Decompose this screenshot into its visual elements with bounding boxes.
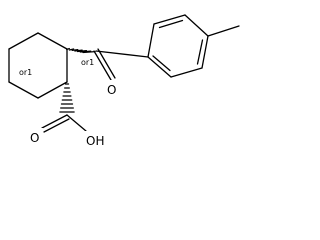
stereo-label-ketone-carbon: or1 bbox=[81, 58, 94, 67]
ketone-group bbox=[93, 48, 149, 81]
bond-c-oh bbox=[66, 114, 87, 132]
molecule-structure: or1 or1 O OH O bbox=[8, 14, 240, 148]
bond-ketone-to-ring bbox=[95, 50, 149, 58]
carboxyl-group bbox=[41, 114, 87, 133]
cyclohexane-ring bbox=[8, 32, 68, 99]
bond-c2-c3 bbox=[37, 32, 68, 50]
aromatic-inner-bond bbox=[152, 55, 171, 72]
bond-c-o-double-b bbox=[43, 118, 70, 133]
bond-c4-c5 bbox=[37, 81, 68, 99]
bond-c1-c2 bbox=[8, 32, 39, 50]
atom-label-hydroxyl: OH bbox=[86, 134, 104, 148]
aromatic-inner-bond bbox=[196, 39, 204, 65]
methyl-bond bbox=[207, 25, 240, 37]
atom-label-ketone-oxygen: O bbox=[107, 83, 116, 97]
hashed-wedge-bond-ketone bbox=[66, 47, 96, 54]
benzene-ring bbox=[147, 14, 209, 78]
bond-c-o-double-a bbox=[41, 114, 68, 129]
bond-ketone-c-o-b bbox=[97, 48, 116, 79]
hashed-wedge-bond-acid bbox=[59, 83, 75, 113]
stereo-label-acid-carbon: or1 bbox=[19, 68, 32, 77]
bond-c5-c6 bbox=[8, 81, 39, 99]
bond-ketone-c-o-a bbox=[93, 50, 112, 81]
aromatic-inner-bond bbox=[158, 19, 184, 29]
atom-label-acid-oxygen: O bbox=[30, 131, 39, 145]
